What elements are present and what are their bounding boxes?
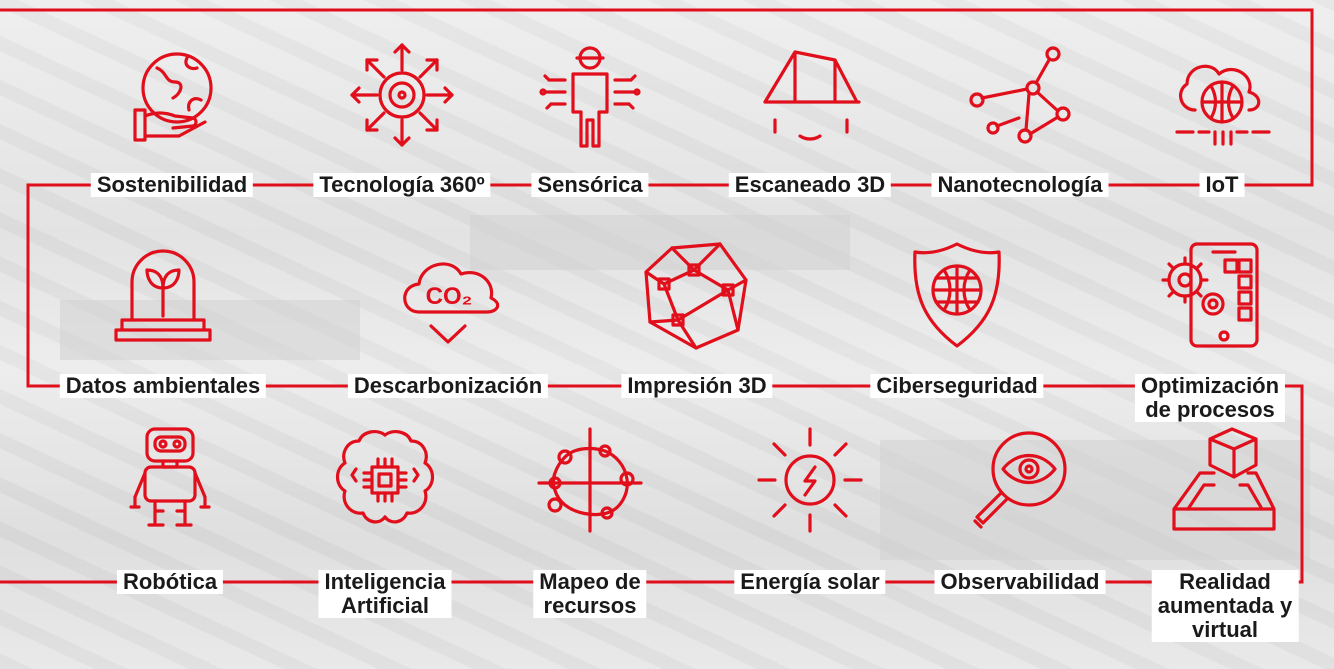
node-label: Escaneado 3D xyxy=(728,173,892,197)
node-label: Nanotecnología xyxy=(931,173,1109,197)
ar-cube-icon xyxy=(1170,425,1280,535)
3d-scan-house-icon xyxy=(755,40,865,150)
node-label: Tecnología 360º xyxy=(313,173,491,197)
node-label: Descarbonización xyxy=(347,374,549,398)
node-label: Energía solar xyxy=(734,570,886,594)
tablet-gears-icon xyxy=(1155,240,1265,350)
shield-globe-icon xyxy=(902,240,1012,350)
node-label: Sostenibilidad xyxy=(90,173,254,197)
brain-chip-icon xyxy=(330,425,440,535)
molecule-network-icon xyxy=(965,40,1075,150)
3d-mesh-icon xyxy=(642,240,752,350)
node-label: Impresión 3D xyxy=(621,374,773,398)
person-sensors-icon xyxy=(535,40,645,150)
plant-under-dome-icon xyxy=(108,240,218,350)
target-arrows-icon xyxy=(347,40,457,150)
map-nodes-icon xyxy=(535,425,645,535)
background-building xyxy=(880,440,1310,560)
node-label: Ciberseguridad xyxy=(870,374,1044,398)
node-label: Robótica xyxy=(116,570,224,594)
node-label: IoT xyxy=(1199,173,1245,197)
globe-in-hand-icon xyxy=(117,40,227,150)
node-label: Datos ambientales xyxy=(59,374,267,398)
connector-path xyxy=(0,8,1314,584)
node-label: Observabilidad xyxy=(934,570,1106,594)
co2-cloud-icon: CO₂ xyxy=(393,240,503,350)
co2-text: CO₂ xyxy=(426,283,473,310)
sun-bolt-icon xyxy=(755,425,865,535)
cloud-globe-icon xyxy=(1167,40,1277,150)
robot-icon xyxy=(115,425,225,535)
node-label: Sensórica xyxy=(531,173,649,197)
magnifier-eye-icon xyxy=(965,425,1075,535)
